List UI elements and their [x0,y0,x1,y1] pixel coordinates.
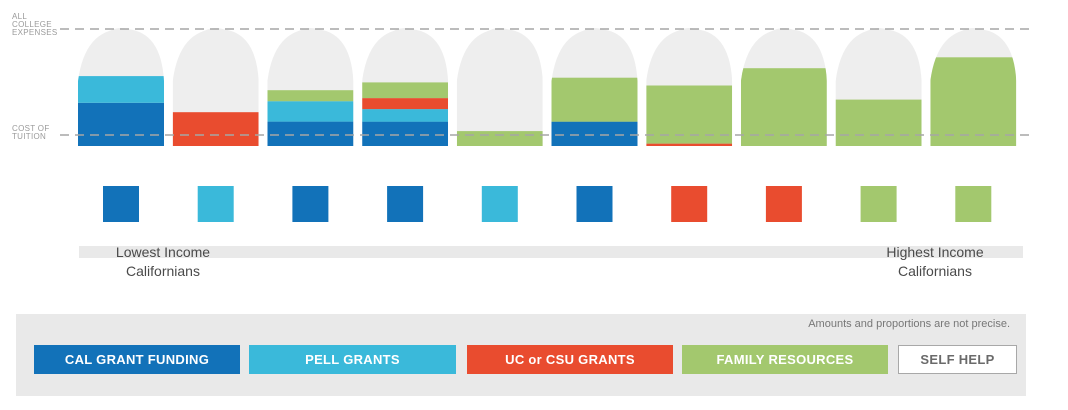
legend-uc-csu-grants: UC or CSU GRANTS [467,345,673,374]
person-figure [362,28,449,222]
bar-segment-family [362,82,449,99]
person-figure [172,28,259,222]
bar-segment-cal-grant [78,102,164,146]
person-figure [740,28,827,222]
person-stem-cal-grant [387,186,424,222]
person-stem-family [955,186,992,222]
all-college-expenses-label: ALL COLLEGE EXPENSES [12,12,58,37]
bar-segment-uc-csu [646,143,733,146]
person-figure [551,28,638,222]
bar-segment-family [740,68,827,146]
person-stem-family [860,186,897,222]
person-figure [835,28,922,222]
bar-segment-cal-grant [362,121,449,146]
person-stem-uc-csu [671,186,708,222]
precision-note: Amounts and proportions are not precise. [808,318,1010,330]
person-stem-pell [481,186,518,222]
person-body [456,29,543,146]
person-stem-pell [197,186,234,222]
bar-segment-uc-csu [741,175,827,186]
legend-cal-grant-funding: CAL GRANT FUNDING [34,345,240,374]
person-figure [646,28,733,222]
person-figure [78,28,164,222]
bar-segment-pell [78,76,164,103]
person-stem-cal-grant [292,186,329,222]
bar-segment-family [930,57,1017,146]
person-figure [930,28,1017,222]
lowest-income-label: Lowest Income Californians [115,244,211,279]
financial-aid-chart [60,28,1030,258]
bar-segment-cal-grant [551,121,638,146]
person-stem-uc-csu [765,186,802,222]
bar-segment-family [551,77,638,122]
person-figure [267,28,354,222]
person-stem-cal-grant [103,186,139,222]
bar-segment-pell [362,109,449,122]
person-figure [456,28,543,222]
legend-family-resources: FAMILY RESOURCES [682,345,888,374]
bar-segment-family [267,90,354,102]
cost-of-tuition-label: COST OF TUITION [12,124,50,141]
legend-pell-grants: PELL GRANTS [249,345,456,374]
bar-segment-family [456,131,543,146]
income-scale-bar [79,246,1023,258]
bar-segment-pell [267,101,354,122]
bar-segment-cal-grant [267,121,354,146]
bar-segment-uc-csu [172,112,259,146]
person-stem-cal-grant [576,186,613,222]
bar-segment-uc-csu [362,98,449,110]
bar-segment-family [646,85,733,144]
bar-segment-family [835,99,922,146]
legend-self-help: SELF HELP [898,345,1017,374]
highest-income-label: Highest Income Californians [886,244,984,279]
